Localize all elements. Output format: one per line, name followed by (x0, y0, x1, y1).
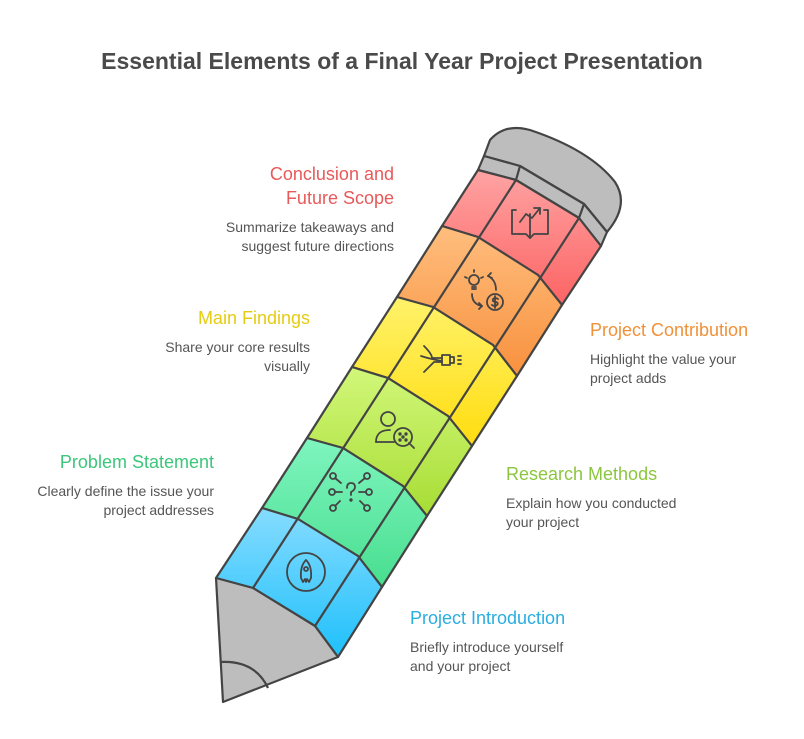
stage-methods-title: Research Methods (506, 464, 658, 484)
stage-findings: Main Findings Share your core results vi… (110, 306, 310, 376)
stage-problem-desc-line2: project addresses (103, 502, 214, 518)
tip-lead-arc (219, 660, 269, 689)
stage-introduction: Project Introduction Briefly introduce y… (410, 606, 610, 676)
pencil-tip (214, 576, 340, 704)
stage-conclusion-title-line2: Future Scope (285, 188, 394, 208)
stage-findings-desc-line2: visually (264, 358, 310, 374)
stage-problem-title: Problem Statement (59, 452, 214, 472)
stage-methods-desc-line1: Explain how you conducted (506, 495, 677, 511)
book-growth-icon (511, 207, 549, 239)
stage-findings-desc-line1: Share your core results (165, 339, 310, 355)
stage-conclusion-desc-line2: suggest future directions (241, 238, 394, 254)
stage-introduction-desc-line1: Briefly introduce yourself (410, 639, 564, 655)
stage-problem: Problem Statement Clearly define the iss… (14, 450, 214, 520)
user-search-icon (375, 411, 415, 449)
rocket-icon (286, 552, 326, 592)
stage-problem-desc-line1: Clearly define the issue your (37, 483, 214, 499)
stage-findings-title: Main Findings (197, 308, 310, 328)
stage-contribution-desc-line2: project adds (590, 370, 667, 386)
stage-conclusion-desc-line1: Summarize takeaways and (225, 219, 394, 235)
stage-conclusion-title-line1: Conclusion and (269, 164, 394, 184)
stage-introduction-desc-line2: and your project (410, 658, 511, 674)
stage-introduction-title: Project Introduction (410, 608, 566, 628)
stage-methods: Research Methods Explain how you conduct… (506, 462, 706, 532)
stage-contribution-desc-line1: Highlight the value your (590, 351, 737, 367)
page-title: Essential Elements of a Final Year Proje… (101, 48, 703, 74)
question-network-icon (328, 472, 373, 512)
stage-contribution-title: Project Contribution (590, 320, 749, 340)
spotlight-icon (420, 345, 462, 373)
idea-money-cycle-icon (464, 269, 504, 311)
stage-conclusion: Conclusion and Future Scope Summarize ta… (190, 162, 394, 256)
stage-methods-desc-line2: your project (506, 514, 580, 530)
stage-contribution: Project Contribution Highlight the value… (590, 318, 790, 388)
